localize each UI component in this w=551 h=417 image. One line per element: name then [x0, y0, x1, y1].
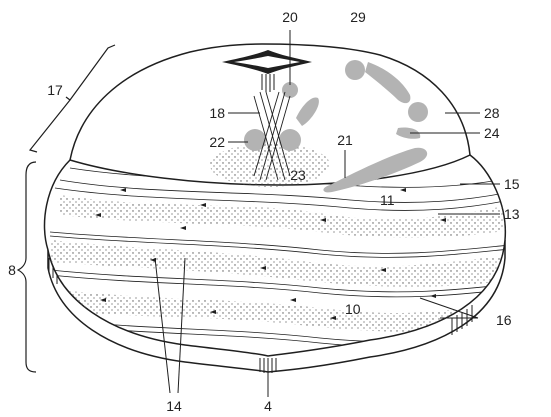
label-20: 20: [282, 9, 298, 25]
leader-lines: [154, 30, 500, 397]
crosshatch-18: [253, 91, 291, 181]
label-28: 28: [484, 105, 500, 121]
label-11: 11: [380, 192, 395, 208]
label-8: 8: [8, 262, 16, 278]
label-23: 23: [290, 167, 306, 183]
bracket-8: [16, 161, 37, 373]
label-24: 24: [484, 125, 500, 141]
label-17: 17: [47, 82, 63, 98]
label-14: 14: [166, 398, 182, 414]
label-29: 29: [350, 9, 366, 25]
label-21: 21: [337, 132, 353, 148]
label-22: 22: [209, 134, 225, 150]
label-15: 15: [504, 176, 520, 192]
ventricle: [222, 50, 312, 92]
gray-nuclei: [244, 60, 428, 193]
label-16: 16: [496, 312, 512, 328]
label-4: 4: [264, 398, 272, 414]
label-10: 10: [345, 301, 361, 317]
label-13: 13: [504, 206, 520, 222]
fiber-arrow-marks: [95, 188, 446, 320]
bracket-17: [28, 44, 116, 153]
label-18: 18: [209, 105, 225, 121]
number-labels: 20 29 17 18 22 21 23 28 24 15 11 13 8 10…: [8, 9, 520, 414]
